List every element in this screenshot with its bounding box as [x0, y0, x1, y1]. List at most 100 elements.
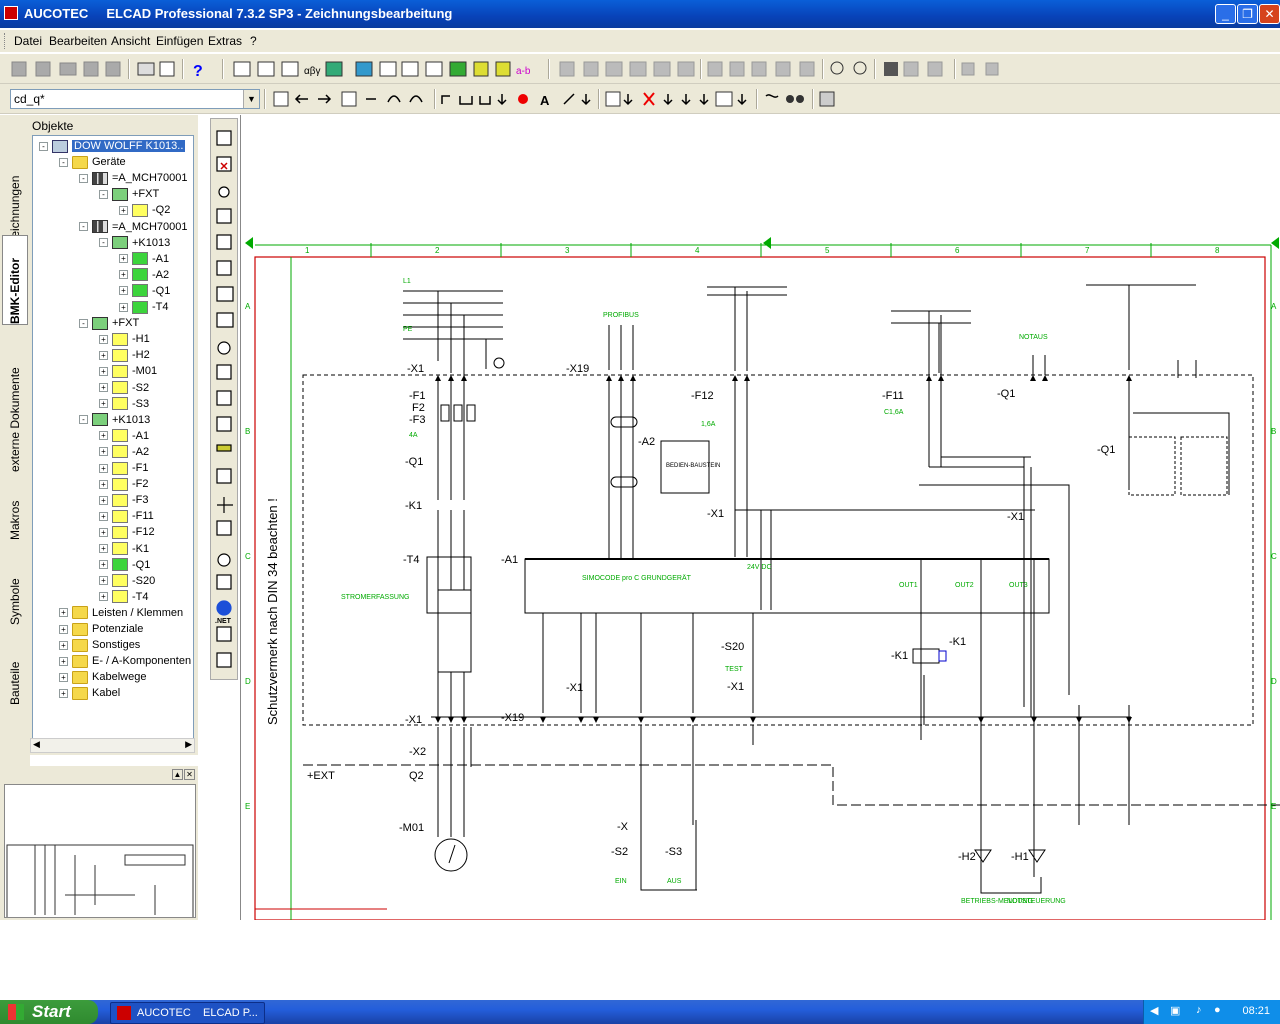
- expand-icon[interactable]: +: [99, 560, 108, 570]
- collapse-icon[interactable]: -: [79, 318, 88, 328]
- expand-icon[interactable]: +: [59, 640, 68, 650]
- tree-node[interactable]: +-F1: [99, 460, 149, 476]
- expand-icon[interactable]: +: [59, 608, 68, 618]
- restore-button[interactable]: ❐: [1237, 4, 1258, 24]
- tree-node[interactable]: +-T4: [119, 299, 169, 315]
- menu-ansicht[interactable]: Ansicht: [111, 34, 151, 48]
- expand-icon[interactable]: +: [99, 334, 108, 344]
- menu-bearbeiten[interactable]: Bearbeiten: [49, 34, 108, 48]
- expand-icon[interactable]: +: [59, 656, 68, 666]
- collapse-icon[interactable]: -: [99, 238, 108, 248]
- minimize-button[interactable]: _: [1215, 4, 1236, 24]
- tree-node[interactable]: -+K1013: [79, 412, 150, 428]
- tree-node[interactable]: +-K1: [99, 541, 149, 557]
- menu-einfuegen[interactable]: Einfügen: [156, 34, 204, 48]
- tree-hscrollbar[interactable]: ◀ ▶: [30, 738, 195, 753]
- tree-node[interactable]: -DOW WOLFF K1013..: [39, 138, 186, 154]
- collapse-icon[interactable]: -: [79, 415, 88, 425]
- menu-datei[interactable]: Datei: [14, 34, 43, 48]
- tab-bauteile[interactable]: Bauteile: [2, 640, 28, 705]
- tree-node[interactable]: +E- / A-Komponenten: [59, 653, 191, 669]
- scroll-left-icon[interactable]: ◀: [33, 739, 40, 749]
- scroll-up-icon[interactable]: ▲: [172, 769, 183, 780]
- scroll-right-icon[interactable]: ▶: [185, 739, 192, 749]
- tree-node[interactable]: +-H2: [99, 347, 150, 363]
- expand-icon[interactable]: +: [99, 383, 108, 392]
- security-icon[interactable]: ●: [1214, 1004, 1221, 1016]
- tree-node[interactable]: -Geräte: [59, 154, 126, 170]
- tree-node[interactable]: +Kabelwege: [59, 669, 146, 685]
- expand-icon[interactable]: +: [99, 592, 108, 602]
- tree-node[interactable]: -=A_MCH70001: [79, 219, 188, 235]
- tree-node[interactable]: +Sonstiges: [59, 637, 140, 653]
- expand-icon[interactable]: +: [99, 527, 108, 537]
- tree-node[interactable]: +-M01: [99, 363, 157, 379]
- tray-expand-icon[interactable]: ◀: [1150, 1005, 1159, 1017]
- expand-icon[interactable]: +: [99, 366, 108, 376]
- menu-help[interactable]: ?: [250, 34, 257, 48]
- menu-extras[interactable]: Extras: [208, 34, 243, 48]
- expand-icon[interactable]: +: [99, 544, 108, 553]
- object-tree[interactable]: -DOW WOLFF K1013..-Geräte-=A_MCH70001-+F…: [32, 135, 194, 747]
- command-combo[interactable]: cd_q* ▼: [10, 89, 260, 109]
- chevron-down-icon[interactable]: ▼: [243, 90, 259, 108]
- tree-node[interactable]: +-S20: [99, 573, 155, 589]
- tree-node[interactable]: +-F11: [99, 508, 154, 524]
- expand-icon[interactable]: +: [59, 688, 68, 698]
- tab-makros[interactable]: Makros: [2, 480, 28, 540]
- expand-icon[interactable]: +: [59, 672, 68, 682]
- tree-node[interactable]: +-A2: [99, 444, 149, 460]
- tab-bmk-editor[interactable]: BMK-Editor: [2, 235, 28, 325]
- collapse-icon[interactable]: -: [99, 189, 108, 199]
- tree-node[interactable]: +-F2: [99, 476, 149, 492]
- volume-icon[interactable]: ♪: [1196, 1004, 1202, 1016]
- expand-icon[interactable]: +: [119, 302, 128, 312]
- tree-node[interactable]: +-A1: [119, 251, 169, 267]
- tree-node[interactable]: +Kabel: [59, 685, 120, 701]
- tree-node[interactable]: -+K1013: [99, 235, 170, 251]
- tree-node[interactable]: +-S3: [99, 396, 149, 412]
- tab-externe-dokumente[interactable]: externe Dokumente: [2, 347, 28, 472]
- collapse-icon[interactable]: -: [79, 222, 88, 231]
- tab-zeichnungen[interactable]: Zeichnungen: [2, 135, 28, 245]
- expand-icon[interactable]: +: [119, 205, 128, 215]
- tree-node[interactable]: +-Q1: [119, 283, 170, 299]
- expand-icon[interactable]: +: [99, 576, 108, 586]
- collapse-icon[interactable]: -: [39, 141, 48, 151]
- tree-node[interactable]: +-F12: [99, 524, 155, 540]
- expand-icon[interactable]: +: [99, 511, 108, 521]
- taskbar-item-elcad[interactable]: AUCOTEC ELCAD P...: [110, 1002, 265, 1024]
- tree-node[interactable]: -=A_MCH70001: [79, 170, 188, 186]
- expand-icon[interactable]: +: [99, 463, 108, 473]
- start-button[interactable]: Start: [0, 1000, 98, 1024]
- expand-icon[interactable]: +: [119, 254, 128, 264]
- tree-node[interactable]: +-T4: [99, 589, 149, 605]
- tree-node[interactable]: +-F3: [99, 492, 149, 508]
- expand-icon[interactable]: +: [59, 624, 68, 634]
- expand-icon[interactable]: +: [99, 447, 108, 457]
- collapse-icon[interactable]: -: [79, 173, 88, 183]
- tree-node[interactable]: -+FXT: [79, 315, 139, 331]
- tree-node[interactable]: +-Q1: [99, 557, 150, 573]
- tree-node[interactable]: +-A1: [99, 428, 149, 444]
- tree-node[interactable]: +-A2: [119, 267, 169, 283]
- expand-icon[interactable]: +: [99, 399, 108, 409]
- tree-node[interactable]: +-H1: [99, 331, 150, 347]
- expand-icon[interactable]: +: [99, 431, 108, 441]
- tree-node[interactable]: -+FXT: [99, 186, 159, 202]
- expand-icon[interactable]: +: [99, 495, 108, 505]
- tab-symbole[interactable]: Symbole: [2, 555, 28, 625]
- tree-node[interactable]: +Leisten / Klemmen: [59, 605, 183, 621]
- expand-icon[interactable]: +: [119, 270, 128, 280]
- collapse-icon[interactable]: -: [59, 157, 68, 167]
- expand-icon[interactable]: +: [99, 479, 108, 489]
- tree-node[interactable]: +Potenziale: [59, 621, 143, 637]
- close-button[interactable]: ✕: [1259, 4, 1280, 24]
- close-icon[interactable]: ✕: [184, 769, 195, 780]
- network-icon[interactable]: ▣: [1170, 1005, 1181, 1017]
- expand-icon[interactable]: +: [99, 350, 108, 360]
- tree-node[interactable]: +-Q2: [119, 202, 170, 218]
- tree-node[interactable]: +-S2: [99, 380, 149, 396]
- preview-thumbnail[interactable]: [4, 784, 196, 918]
